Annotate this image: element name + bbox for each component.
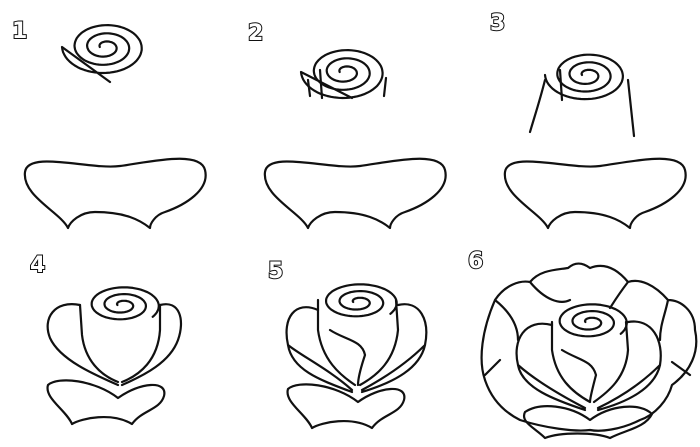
spiral [90, 286, 160, 321]
bud-cup [316, 298, 400, 387]
outer-petals [285, 303, 428, 394]
bud-lines [306, 68, 388, 100]
spiral-line [558, 303, 628, 338]
step-number-4: 4 [30, 253, 45, 278]
middle-petals [515, 320, 662, 412]
base-leaves [286, 383, 406, 430]
spiral-line [325, 283, 398, 318]
spiral [325, 283, 398, 318]
side-petals [46, 303, 183, 387]
base-petal [263, 157, 447, 230]
step-4 [46, 286, 183, 426]
spiral [543, 53, 624, 101]
spiral [60, 24, 143, 84]
base-leaves [522, 405, 654, 440]
bud-cup [78, 303, 162, 384]
bud-sides [528, 68, 636, 138]
step-3 [503, 53, 687, 230]
step-number-5: 5 [268, 259, 283, 284]
base-petal [503, 157, 687, 230]
spiral-line [299, 49, 384, 100]
base-leaves [46, 379, 166, 426]
step-6 [480, 262, 698, 440]
spiral [299, 49, 384, 100]
step-number-2: 2 [248, 21, 263, 46]
step-number-3: 3 [490, 11, 505, 36]
spiral-line [90, 286, 160, 321]
step-number-6: 6 [468, 249, 483, 274]
step-2 [263, 49, 447, 230]
spiral [558, 303, 628, 338]
base-petal [23, 157, 207, 230]
step-1 [23, 24, 207, 230]
spiral-line [543, 53, 624, 101]
outer-petals [480, 262, 698, 432]
step-5 [285, 283, 428, 430]
spiral-line [60, 24, 143, 84]
bud-cup [550, 320, 630, 404]
step-number-1: 1 [12, 19, 27, 44]
